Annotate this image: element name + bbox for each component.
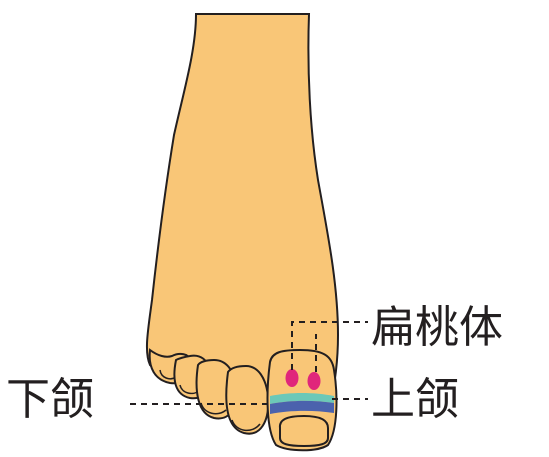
toenail-third xyxy=(200,402,227,415)
upper-jaw-band xyxy=(270,393,334,404)
leader-lines xyxy=(130,321,368,405)
tonsil-leader-line xyxy=(291,321,368,370)
tonsil-mark-right xyxy=(307,372,321,390)
toenail-big xyxy=(278,414,329,448)
upper-jaw-label: 上颌 xyxy=(371,374,459,425)
toe-second xyxy=(225,364,270,435)
tonsil-mark-left xyxy=(285,369,299,387)
lower-jaw-label: 下颌 xyxy=(6,374,94,425)
lower-jaw-band xyxy=(270,400,334,414)
toenail-second xyxy=(231,419,261,432)
tonsil-label: 扁桃体 xyxy=(371,302,503,353)
foot-outline xyxy=(145,13,340,403)
